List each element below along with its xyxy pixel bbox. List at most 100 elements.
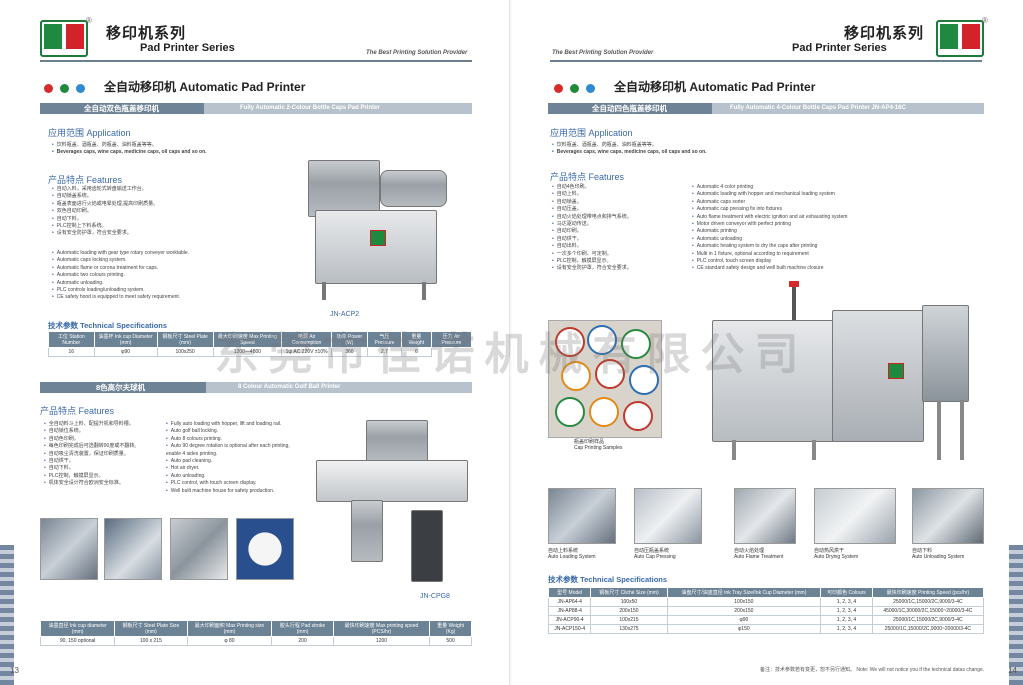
table-cell: 100x215 xyxy=(590,615,668,625)
list-item: Automatic 4 color printing xyxy=(692,184,922,191)
list-item: Automatic cap pressing fix into fixtures xyxy=(692,206,922,213)
page-edge-stripes xyxy=(0,545,14,685)
header-rule xyxy=(550,60,982,62)
list-item: CE safety hood is equipped to meet safet… xyxy=(52,294,252,301)
list-item: 设有安全防护罩，符合安全要求。 xyxy=(52,230,252,237)
product-bar-cn: 8色高尔夫球机 xyxy=(40,382,206,393)
section-dot xyxy=(570,84,579,93)
table-cell: 1, 2, 3, 4 xyxy=(820,615,873,625)
model-label-cpg8: JN-CPG8 xyxy=(420,593,450,600)
list-item: Automatic unloading. xyxy=(52,280,252,287)
list-item: 全自动料斗上料、配提升机和导料槽。 xyxy=(44,421,164,428)
thumb-flame-treatment xyxy=(734,488,796,544)
list-item: 机体安全设计符合欧洲安全标准。 xyxy=(44,480,164,487)
product-bar-ap4: 全自动四色瓶盖移印机 Fully Automatic 4-Colour Bott… xyxy=(548,103,984,114)
table-cell: φ 80 xyxy=(186,636,273,646)
list-item: 自动下料。 xyxy=(44,465,164,472)
table-header: 功率 Power (W) xyxy=(330,331,368,348)
list-item: 自动吸尘清洗装置，保证印刷质量。 xyxy=(44,451,164,458)
list-item: Auto unloading. xyxy=(166,473,306,480)
list-item: Well built machine house for safety prod… xyxy=(166,488,306,495)
table-header: 电源 Air Consumption xyxy=(281,331,332,348)
list-item: Automatic heating system to dry the caps… xyxy=(692,243,922,250)
list-item: PLC control, with touch screen display. xyxy=(166,480,306,487)
table-cell: 100x50 xyxy=(590,597,668,607)
section-dot xyxy=(60,84,69,93)
section-dot xyxy=(586,84,595,93)
list-item: 饮料瓶盖、酒瓶盖、药瓶盖、油料瓶盖等等。 xyxy=(552,142,812,149)
table-cell: 6 xyxy=(401,347,432,357)
list-item: Automatic printing xyxy=(692,228,922,235)
table-header: 钢板尺寸 Steel Plate Size (mm) xyxy=(114,620,188,637)
table-cell: JN-AP64-4 xyxy=(547,597,592,607)
table-cell: φ90 xyxy=(93,347,158,357)
list-item: 自动下料。 xyxy=(52,216,252,223)
features-golf-en-list: Fully auto loading with hopper, lift and… xyxy=(166,421,306,495)
list-item: Fully auto loading with hopper, lift and… xyxy=(166,421,306,428)
table-header: 重量 Weight (Kg) xyxy=(429,620,472,637)
machine-acp2-illustration xyxy=(300,150,460,305)
list-item: 自动4色印刷。 xyxy=(552,184,692,191)
application-list: 饮料瓶盖、酒瓶盖、药瓶盖、油料瓶盖等等。 Beverages caps, win… xyxy=(552,142,812,157)
features-cn-list: 自动入料，采用齿轮式转盘输送工作台。自动锁盖系统。瓶盖表面进行火焰或电晕处理,提… xyxy=(52,186,252,238)
list-item: 自动印刷。 xyxy=(552,228,692,235)
features-heading: 产品特点 Features xyxy=(48,175,123,185)
product-bar-en: Fully Automatic 2-Colour Bottle Caps Pad… xyxy=(240,105,380,111)
list-item: Automatic loading with hopper and mechan… xyxy=(692,191,922,198)
section-dots xyxy=(44,80,92,98)
list-item: 自动出料。 xyxy=(552,243,692,250)
section-dot xyxy=(76,84,85,93)
cap-samples-photo xyxy=(548,320,662,438)
table-header: 钢板尺寸 Cliché Size (mm) xyxy=(590,587,668,598)
features-en-list: Automatic loading with gear type rotary … xyxy=(52,250,252,302)
list-item: PLC控制上下料系统。 xyxy=(52,223,252,230)
list-item: 自动色印刷。 xyxy=(44,436,164,443)
table-cell: 2.7 xyxy=(366,347,403,357)
list-item: Automatic unloading xyxy=(692,236,922,243)
features-heading-golf: 产品特点 Features xyxy=(40,406,115,416)
list-item: Automatic caps sorter xyxy=(692,199,922,206)
tech-spec-table-cpg8: 油墨直径 Ink cup diameter (mm)钢板尺寸 Steel Pla… xyxy=(39,620,472,646)
table-cell: JN-ACP90-4 xyxy=(547,615,592,625)
table-cell: 360 xyxy=(330,347,368,357)
table-cell: φ150 xyxy=(666,624,822,634)
table-cell: 500 xyxy=(429,636,472,646)
table-cell: JN-ACP150-4 xyxy=(547,624,592,634)
tech-spec-heading: 技术参数 Technical Specifications xyxy=(548,575,668,584)
registered-mark: ® xyxy=(982,16,988,25)
table-cell: 100x150 xyxy=(666,597,822,607)
table-cell: 200x150 xyxy=(666,606,822,616)
page-number: 14 xyxy=(1008,666,1017,675)
table-header: 油墨杯 Ink cup Diameter (mm) xyxy=(93,331,158,348)
list-item: PLC控制，触摸屏显示。 xyxy=(552,258,692,265)
section-title: 全自动移印机 Automatic Pad Printer xyxy=(614,80,816,94)
list-item: 一次多个印刷、可定制。 xyxy=(552,251,692,258)
right-page: The Best Printing Solution Provider 移印机系… xyxy=(512,0,1023,685)
list-item: 自动火焰处理带电点和排气系统。 xyxy=(552,214,692,221)
list-item: Automatic two colours printing. xyxy=(52,272,252,279)
page-number: 13 xyxy=(10,666,19,675)
product-bar-cn: 全自动四色瓶盖移印机 xyxy=(548,103,712,114)
header-rule xyxy=(40,60,472,62)
table-cell: 130x275 xyxy=(590,624,668,634)
table-header: 压力 Air Pressure xyxy=(430,331,473,348)
brand-logo xyxy=(40,20,88,57)
table-cell: 100 x 215 xyxy=(114,636,188,646)
list-item: 每色印刷完成后可选翻转90度或不翻转。 xyxy=(44,443,164,450)
section-title: 全自动移印机 Automatic Pad Printer xyxy=(104,80,306,94)
table-cell: 100x250 xyxy=(156,347,214,357)
application-list: 饮料瓶盖、酒瓶盖、药瓶盖、油料瓶盖等等。 Beverages caps, win… xyxy=(52,142,312,157)
list-item: Auto golf ball locking. xyxy=(166,428,306,435)
table-header: 最大印刷速度 Max Printing Speed xyxy=(212,331,283,348)
tech-spec-heading: 技术参数 Technical Specifications xyxy=(48,321,168,330)
list-item: 自动上料。 xyxy=(552,191,692,198)
